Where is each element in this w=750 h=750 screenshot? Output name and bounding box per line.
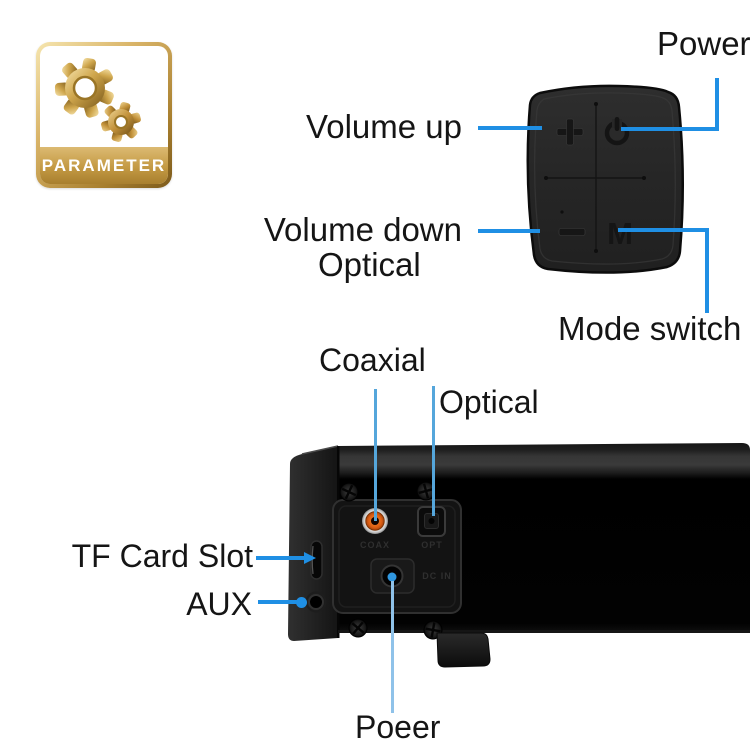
tf-callout-line: [256, 556, 306, 560]
control-pad: M: [526, 84, 685, 274]
parameter-badge-label: PARAMETER: [40, 147, 168, 184]
volume-down-callout-line: [478, 229, 540, 233]
label-optical-top: Optical: [318, 246, 421, 283]
mode-callout-line-h: [618, 228, 709, 232]
control-pad-crosshair: [547, 105, 643, 250]
endcap-highlight: [301, 445, 339, 455]
label-optical-port: Optical: [439, 384, 539, 420]
power-jack-callout-line: [391, 581, 394, 713]
aux-callout-line: [258, 600, 300, 604]
label-mode-switch: Mode switch: [558, 310, 742, 347]
soundbar-rear: COAX OPT DC IN: [288, 443, 750, 668]
screws: [339, 481, 443, 640]
dc-in-label: DC IN: [422, 571, 452, 581]
volume-down-button[interactable]: [558, 228, 586, 236]
volume-up-button[interactable]: [556, 118, 584, 146]
label-aux: AUX: [186, 586, 252, 622]
aux-jack[interactable]: [305, 591, 327, 613]
aux-callout-dot: [296, 597, 307, 608]
coaxial-callout-line: [374, 389, 377, 521]
screw-icon: [348, 618, 368, 638]
label-volume-up: Volume up: [306, 108, 462, 145]
soundbar-foot: [436, 632, 491, 668]
gears-icon: [54, 57, 141, 142]
parameter-badge: PARAMETER: [36, 42, 172, 188]
mode-button[interactable]: M: [607, 216, 633, 251]
optical-callout-line: [432, 386, 435, 516]
label-power: Power: [657, 25, 750, 62]
control-pad-body: [526, 84, 685, 274]
coaxial-port[interactable]: [362, 508, 388, 534]
label-power-bottom: Poeer: [355, 709, 441, 745]
opt-port-label: OPT: [421, 540, 443, 550]
label-tf-card-slot: TF Card Slot: [71, 538, 253, 574]
screw-icon: [339, 482, 359, 502]
parameter-badge-face: PARAMETER: [40, 46, 168, 184]
crosshair-dots: [544, 102, 646, 253]
power-callout-line-v: [715, 78, 719, 131]
soundbar-bottom-edge: [338, 630, 750, 633]
power-button[interactable]: [604, 117, 630, 146]
coax-port-label: COAX: [360, 540, 390, 550]
tf-callout-arrow-icon: [304, 552, 316, 564]
power-jack-callout-dot: [387, 572, 397, 582]
optical-port[interactable]: [417, 506, 446, 537]
power-callout-line-h: [621, 127, 719, 131]
volume-up-callout-line: [478, 126, 542, 130]
mode-callout-line-v: [705, 228, 709, 313]
screw-icon: [416, 481, 436, 501]
port-recess-inner: [338, 505, 456, 608]
label-volume-down: Volume down: [263, 211, 462, 248]
label-coaxial: Coaxial: [319, 342, 426, 378]
control-pad-inner-outline: [533, 92, 676, 265]
